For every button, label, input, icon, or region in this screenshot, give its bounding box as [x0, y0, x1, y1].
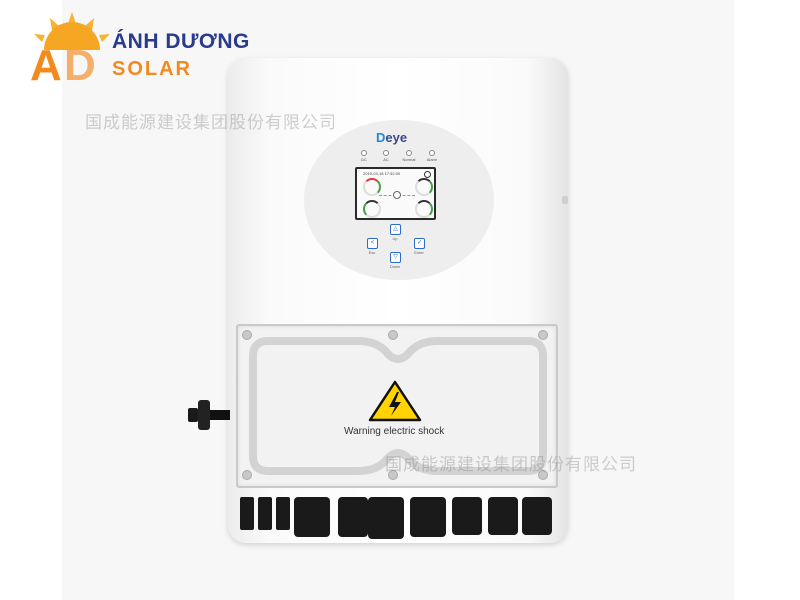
- cable-gland: [488, 497, 518, 535]
- pv-connector: [240, 497, 254, 530]
- led-dot: [361, 150, 367, 156]
- cover-screw: [538, 470, 548, 480]
- screen-datetime: 2019-03-18 17:52:00: [363, 171, 401, 176]
- led-label: DC: [361, 157, 367, 162]
- led-label: Alarm: [426, 157, 438, 162]
- cable-gland: [338, 497, 368, 537]
- lcd-screen: 2019-03-18 17:52:00: [355, 167, 436, 220]
- led-normal: Normal: [399, 150, 419, 162]
- solar-gauge-icon: [363, 178, 381, 196]
- up-button-label: Up: [392, 236, 398, 241]
- back-arrow-icon: <: [370, 240, 375, 246]
- cover-screw: [242, 470, 252, 480]
- led-dc: DC: [354, 150, 374, 162]
- check-icon: ✓: [416, 240, 423, 246]
- settings-gear-icon: [424, 171, 431, 178]
- pv-connector: [258, 497, 272, 530]
- brand-logo: Deye: [376, 130, 407, 145]
- sun-ad-logo-icon: A D: [30, 12, 110, 90]
- inverter-node-icon: [393, 191, 401, 199]
- battery-gauge-icon: [363, 200, 381, 218]
- side-knob: [562, 196, 568, 204]
- led-alarm: Alarm: [422, 150, 442, 162]
- down-button-label: Down: [389, 264, 401, 269]
- led-ac: AC: [376, 150, 396, 162]
- enter-button[interactable]: ✓: [414, 238, 425, 249]
- logo-name-top: ÁNH DƯƠNG: [112, 30, 250, 53]
- watermark-top: 国成能源建设集团股份有限公司: [85, 113, 337, 132]
- down-triangle-icon: ▽: [393, 254, 398, 260]
- load-gauge-icon: [415, 200, 433, 218]
- down-button[interactable]: ▽: [390, 252, 401, 263]
- cable-gland: [522, 497, 552, 535]
- esc-button-label: Esc: [368, 250, 376, 255]
- dc-switch-knob-icon: [188, 400, 230, 430]
- pv-connector: [276, 497, 290, 530]
- brand-rest: eye: [385, 130, 408, 145]
- led-dot: [383, 150, 389, 156]
- up-triangle-icon: △: [393, 226, 398, 232]
- cover-outline: [249, 337, 547, 475]
- up-button[interactable]: △: [390, 224, 401, 235]
- cable-gland: [452, 497, 482, 535]
- grid-gauge-icon: [415, 178, 433, 196]
- cover-screw: [242, 330, 252, 340]
- lcd-display: 2019-03-18 17:52:00: [357, 169, 434, 218]
- watermark-bottom: 国成能源建设集团股份有限公司: [385, 455, 637, 474]
- brand-letter-d: D: [376, 130, 386, 145]
- cover-screw: [388, 470, 398, 480]
- esc-button[interactable]: <: [367, 238, 378, 249]
- high-voltage-warning-icon: [368, 380, 422, 422]
- led-dot: [429, 150, 435, 156]
- logo-letter-d: D: [64, 41, 96, 85]
- warning-label: Warning electric shock: [344, 426, 445, 437]
- cover-screw: [388, 330, 398, 340]
- anh-duong-solar-logo: A D: [22, 10, 262, 90]
- enter-button-label: Enter: [414, 250, 424, 255]
- cable-gland: [410, 497, 446, 537]
- led-dot: [406, 150, 412, 156]
- status-leds: DC AC Normal Alarm: [354, 150, 444, 164]
- logo-letter-a: A: [30, 41, 62, 85]
- cable-gland: [294, 497, 330, 537]
- cable-gland: [368, 497, 404, 539]
- logo-name-bottom: SOLAR: [112, 58, 192, 80]
- cover-screw: [538, 330, 548, 340]
- led-label: Normal: [402, 157, 416, 162]
- led-label: AC: [383, 157, 389, 162]
